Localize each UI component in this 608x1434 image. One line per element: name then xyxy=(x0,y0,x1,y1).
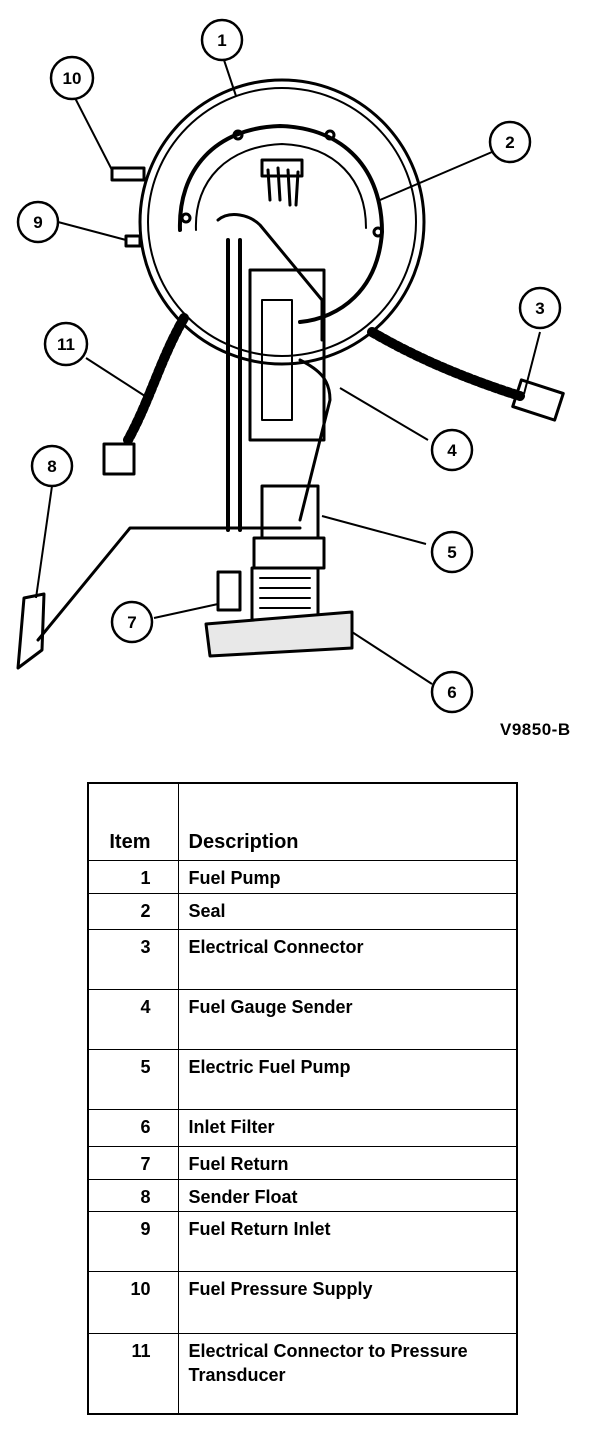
callout-1-label: 1 xyxy=(217,31,226,50)
legend-item-description: Seal xyxy=(177,893,518,930)
callout-10-circle: 10 xyxy=(49,55,95,101)
callout-10-label: 10 xyxy=(63,69,82,88)
fuel-pump-assembly-diagram: 1 2 3 4 5 6 7 8 9 10 11 xyxy=(16,18,565,714)
legend-header-row: Item Description xyxy=(87,782,518,861)
legend-item-number: 8 xyxy=(87,1179,179,1212)
callout-7-label: 7 xyxy=(127,613,136,632)
electrical-connector xyxy=(511,378,565,422)
leader-lines xyxy=(35,59,541,685)
callout-11-circle: 11 xyxy=(43,321,89,367)
left-wiring-hose xyxy=(123,313,189,445)
pressure-transducer-connector xyxy=(102,442,136,476)
legend-item-description: Electrical Connector to Pressure Transdu… xyxy=(177,1333,518,1414)
float-arm xyxy=(36,526,302,642)
legend-item-description: Fuel Return xyxy=(177,1146,518,1180)
fuel-return-inlet-fitting xyxy=(124,234,142,248)
fuel-return-tube xyxy=(216,570,242,612)
legend-item-number: 3 xyxy=(87,929,179,990)
callout-6-circle: 6 xyxy=(430,670,474,714)
callout-1-circle: 1 xyxy=(200,18,244,62)
legend-item-number: 4 xyxy=(87,989,179,1050)
callout-3-circle: 3 xyxy=(518,286,562,330)
legend-item-description: Sender Float xyxy=(177,1179,518,1212)
legend-item-description: Electric Fuel Pump xyxy=(177,1049,518,1110)
sender-float xyxy=(16,592,46,670)
callout-2-label: 2 xyxy=(505,133,514,152)
table-row: 11 Electrical Connector to Pressure Tran… xyxy=(87,1333,518,1414)
callout-2-circle: 2 xyxy=(488,120,532,164)
callouts: 1 2 3 4 5 6 7 8 9 10 11 xyxy=(16,18,562,714)
callout-8-label: 8 xyxy=(47,457,56,476)
table-row: 1 Fuel Pump xyxy=(87,860,518,894)
legend-item-number: 1 xyxy=(87,860,179,894)
legend-item-description: Fuel Gauge Sender xyxy=(177,989,518,1050)
sender-bracket xyxy=(216,213,332,532)
table-row: 4 Fuel Gauge Sender xyxy=(87,989,518,1050)
table-row: 2 Seal xyxy=(87,893,518,930)
legend-item-number: 6 xyxy=(87,1109,179,1147)
table-row: 10 Fuel Pressure Supply xyxy=(87,1271,518,1334)
legend-item-number: 11 xyxy=(87,1333,179,1414)
callout-4-label: 4 xyxy=(447,441,457,460)
table-row: 7 Fuel Return xyxy=(87,1146,518,1180)
callout-5-circle: 5 xyxy=(430,530,474,574)
callout-7-circle: 7 xyxy=(110,600,154,644)
callout-3-label: 3 xyxy=(535,299,544,318)
legend-header-description: Description xyxy=(177,782,518,861)
callout-5-label: 5 xyxy=(447,543,456,562)
inlet-filter xyxy=(204,610,354,658)
legend-item-description: Fuel Pump xyxy=(177,860,518,894)
legend-item-description: Fuel Return Inlet xyxy=(177,1211,518,1272)
legend-item-number: 2 xyxy=(87,893,179,930)
mounting-flange xyxy=(138,78,426,366)
table-row: 3 Electrical Connector xyxy=(87,929,518,990)
fuel-pressure-supply-fitting xyxy=(110,166,146,182)
callout-6-label: 6 xyxy=(447,683,456,702)
callout-4-circle: 4 xyxy=(430,428,474,472)
callout-11-label: 11 xyxy=(57,335,75,354)
right-wiring-hose xyxy=(367,327,525,401)
legend-item-number: 5 xyxy=(87,1049,179,1110)
legend-table: Item Description 1 Fuel Pump 2 Seal 3 El… xyxy=(87,782,518,1415)
table-row: 5 Electric Fuel Pump xyxy=(87,1049,518,1110)
figure-code: V9850-B xyxy=(500,720,571,739)
legend-item-description: Electrical Connector xyxy=(177,929,518,990)
legend-item-number: 7 xyxy=(87,1146,179,1180)
electric-fuel-pump xyxy=(250,484,326,622)
table-row: 8 Sender Float xyxy=(87,1179,518,1212)
legend-item-number: 9 xyxy=(87,1211,179,1272)
legend-item-description: Fuel Pressure Supply xyxy=(177,1271,518,1334)
callout-8-circle: 8 xyxy=(30,444,74,488)
table-row: 9 Fuel Return Inlet xyxy=(87,1211,518,1272)
legend-header-item: Item xyxy=(87,782,179,861)
callout-9-label: 9 xyxy=(33,213,42,232)
wiring-harness xyxy=(260,158,304,207)
legend-item-number: 10 xyxy=(87,1271,179,1334)
callout-9-circle: 9 xyxy=(16,200,60,244)
table-row: 6 Inlet Filter xyxy=(87,1109,518,1147)
legend-item-description: Inlet Filter xyxy=(177,1109,518,1147)
